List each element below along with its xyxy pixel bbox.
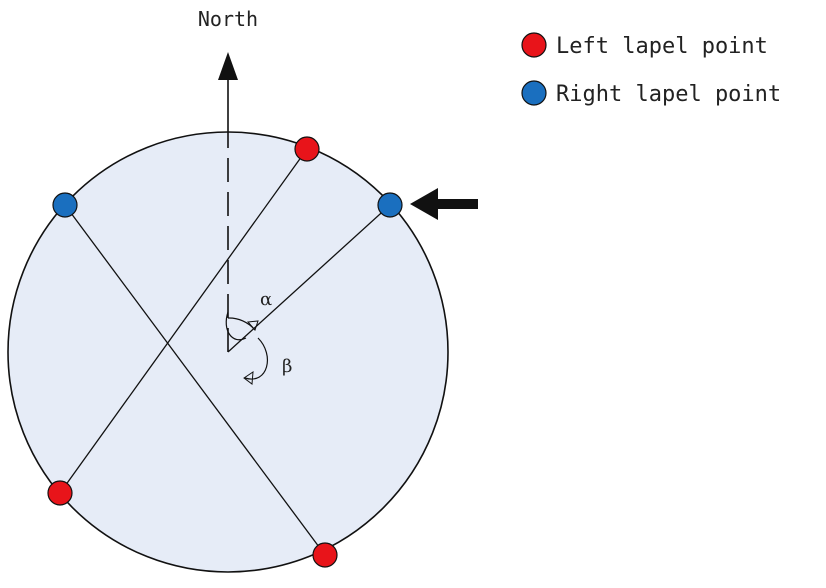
right-lapel-diameter-line bbox=[64, 204, 326, 556]
north-label: North bbox=[198, 7, 258, 31]
alpha-arrowhead bbox=[246, 320, 259, 331]
left-lapel-point-bottom bbox=[47, 480, 73, 506]
beta-label: β bbox=[282, 356, 292, 377]
right-lapel-point-left bbox=[52, 192, 78, 218]
right-lapel-point-right bbox=[377, 192, 403, 218]
left-lapel-point-top bbox=[294, 136, 320, 162]
left-lapel-point-lower-right bbox=[312, 542, 338, 568]
legend-label-left-lapel: Left lapel point bbox=[556, 34, 768, 59]
legend: Left lapel point Right lapel point bbox=[521, 32, 781, 107]
left-lapel-diameter bbox=[59, 148, 308, 494]
beta-arrowhead bbox=[243, 371, 254, 385]
rotated-right-lapel-line bbox=[227, 204, 391, 353]
alpha-left-arc bbox=[225, 311, 247, 341]
beta-arc bbox=[244, 337, 268, 380]
legend-label-right-lapel: Right lapel point bbox=[556, 82, 781, 107]
red-circle-icon bbox=[521, 32, 547, 58]
up-arrow-icon bbox=[218, 52, 238, 80]
left-pointing-arrow-icon bbox=[410, 188, 478, 220]
alpha-label: α bbox=[260, 289, 272, 310]
blue-circle-icon bbox=[521, 80, 547, 106]
